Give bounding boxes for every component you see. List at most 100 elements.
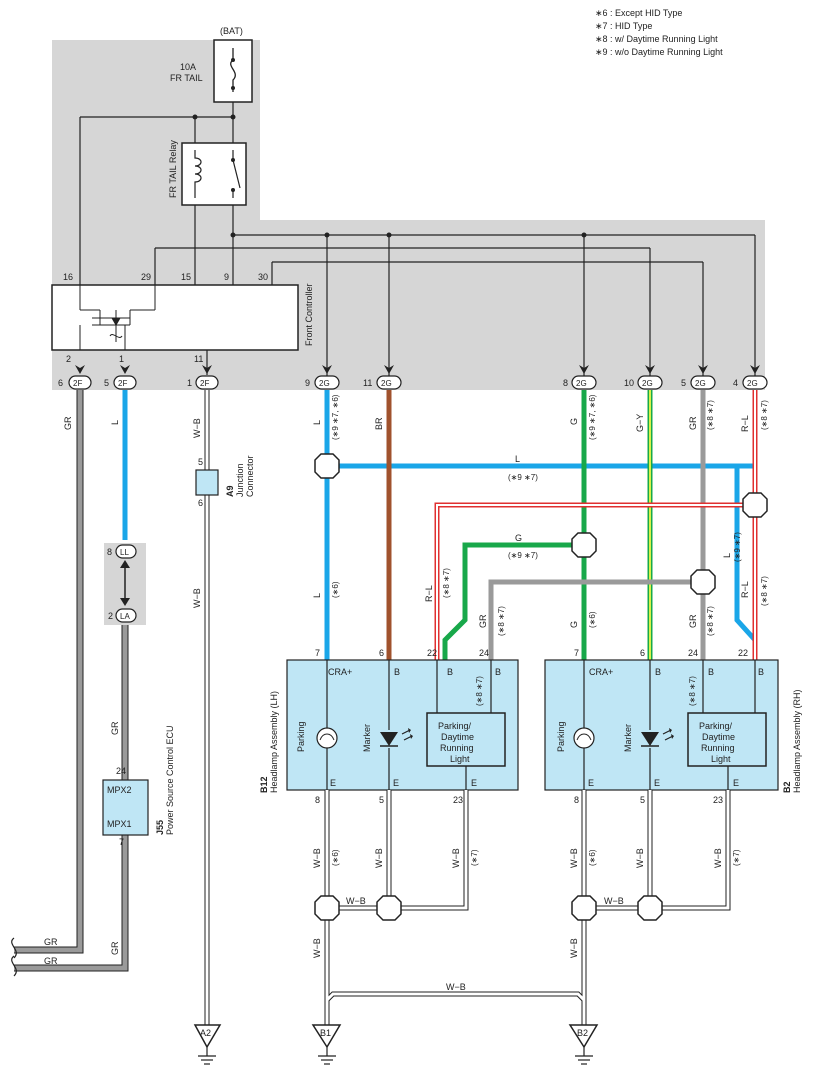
parking-bulb-icon: [573, 727, 595, 749]
svg-text:E: E: [654, 778, 660, 788]
svg-text:A2: A2: [200, 1028, 211, 1038]
svg-text:(∗6): (∗6): [588, 849, 597, 866]
svg-text:W−B: W−B: [635, 848, 645, 868]
svg-text:5: 5: [379, 795, 384, 805]
svg-text:B: B: [655, 667, 661, 677]
svg-text:R−L: R−L: [740, 581, 750, 598]
svg-text:B: B: [708, 667, 714, 677]
connector-2F-1: 2F 1: [187, 375, 219, 390]
svg-text:E: E: [393, 778, 399, 788]
svg-text:GR: GR: [110, 721, 120, 735]
fc-pin-1: 1: [119, 354, 124, 364]
front-controller-box: [51, 284, 299, 351]
svg-text:22: 22: [738, 648, 748, 658]
svg-text:B: B: [495, 667, 501, 677]
fc-pin-30: 30: [258, 272, 268, 282]
svg-text:G: G: [515, 533, 522, 543]
svg-text:(∗7): (∗7): [470, 849, 479, 866]
svg-text:6: 6: [640, 648, 645, 658]
svg-text:W−B: W−B: [374, 848, 384, 868]
svg-text:E: E: [733, 778, 739, 788]
svg-text:E: E: [588, 778, 594, 788]
svg-text:Parking: Parking: [556, 721, 566, 752]
bat-label: (BAT): [220, 26, 243, 36]
svg-text:B: B: [394, 667, 400, 677]
svg-text:8: 8: [107, 547, 112, 557]
drl-lh-box: [426, 712, 506, 767]
fuse-amp: 10A: [180, 62, 196, 72]
svg-text:7: 7: [315, 648, 320, 658]
fc-pin-16: 16: [63, 272, 73, 282]
svg-text:Running: Running: [701, 743, 735, 753]
svg-text:4: 4: [733, 378, 738, 388]
connector-arrows: [75, 365, 760, 374]
parking-bulb-icon: [316, 727, 338, 749]
svg-text:6: 6: [379, 648, 384, 658]
ground-b2: B2: [568, 1024, 599, 1065]
wire-gr-right: [488, 390, 706, 660]
svg-text:W−B: W−B: [312, 938, 322, 958]
svg-text:22: 22: [427, 648, 437, 658]
svg-text:(∗8 ∗7): (∗8 ∗7): [475, 676, 484, 706]
wire-gr-ecu: [14, 625, 129, 972]
svg-text:2F: 2F: [118, 379, 127, 388]
svg-text:L: L: [515, 454, 520, 464]
connector-LA: LA 2: [108, 608, 137, 623]
svg-text:GR: GR: [478, 614, 488, 628]
svg-text:Light: Light: [711, 754, 731, 764]
svg-text:W−B: W−B: [713, 848, 723, 868]
junction-name2: Connector: [245, 455, 255, 497]
ecu-box: [102, 779, 149, 836]
svg-text:(∗7): (∗7): [732, 849, 741, 866]
ground-wire-labels: W−B (∗6) W−B W−B (∗7) W−B W−B W−B (∗6) W…: [312, 848, 741, 992]
svg-text:E: E: [330, 778, 336, 788]
svg-text:GR: GR: [688, 614, 698, 628]
junction-code: A9: [225, 485, 235, 497]
svg-text:8: 8: [574, 795, 579, 805]
connector-2G-10: 2G 10: [624, 375, 663, 390]
junction-pin-6: 6: [198, 498, 203, 508]
marker-led-icon: [641, 732, 659, 746]
svg-text:2G: 2G: [747, 379, 758, 388]
svg-text:W−B: W−B: [451, 848, 461, 868]
svg-text:2G: 2G: [695, 379, 706, 388]
svg-text:G−Y: G−Y: [635, 414, 645, 432]
svg-text:L: L: [312, 593, 322, 598]
svg-text:Parking/: Parking/: [699, 721, 733, 731]
wire-gr-left: [14, 390, 84, 954]
svg-text:B12: B12: [259, 776, 269, 793]
svg-text:Daytime: Daytime: [441, 732, 474, 742]
svg-text:(∗9 ∗7, ∗6): (∗9 ∗7, ∗6): [331, 394, 340, 440]
svg-text:2G: 2G: [381, 379, 392, 388]
junction-connector-box: [195, 469, 219, 496]
ecu-code: J55: [155, 820, 165, 835]
junction-pin-5: 5: [198, 457, 203, 467]
wire-labels: GR L W−B L (∗9 ∗7, ∗6) BR G (∗9 ∗7, ∗6) …: [44, 394, 769, 966]
svg-text:GR: GR: [688, 416, 698, 430]
svg-text:CRA+: CRA+: [589, 667, 613, 677]
svg-text:(∗9 ∗7): (∗9 ∗7): [508, 551, 538, 560]
note-3: ∗8 : w/ Daytime Running Light: [595, 34, 718, 44]
svg-text:W−B: W−B: [312, 848, 322, 868]
svg-text:2: 2: [108, 611, 113, 621]
svg-text:L: L: [312, 420, 322, 425]
ground-splices: [314, 895, 663, 921]
wire-g: [442, 390, 587, 660]
svg-text:Light: Light: [450, 754, 470, 764]
headlamp-rh: 7 6 24 22 CRA+ B B B Parking/ Daytime Ru…: [544, 648, 802, 805]
svg-text:9: 9: [305, 378, 310, 388]
svg-text:(∗9 ∗7): (∗9 ∗7): [508, 473, 538, 482]
svg-text:LL: LL: [120, 548, 129, 557]
svg-text:7: 7: [574, 648, 579, 658]
svg-text:Running: Running: [440, 743, 474, 753]
svg-text:(∗9 ∗7, ∗6): (∗9 ∗7, ∗6): [588, 394, 597, 440]
svg-text:(∗8 ∗7): (∗8 ∗7): [760, 576, 769, 606]
note-2: ∗7 : HID Type: [595, 21, 652, 31]
svg-text:W−B: W−B: [446, 982, 466, 992]
fc-pin-15: 15: [181, 272, 191, 282]
ground-a2: A2: [193, 1024, 222, 1065]
svg-text:(∗8 ∗7): (∗8 ∗7): [688, 676, 697, 706]
svg-text:B: B: [758, 667, 764, 677]
svg-text:Marker: Marker: [623, 724, 633, 752]
svg-text:Headlamp Assembly (LH): Headlamp Assembly (LH): [269, 691, 279, 793]
